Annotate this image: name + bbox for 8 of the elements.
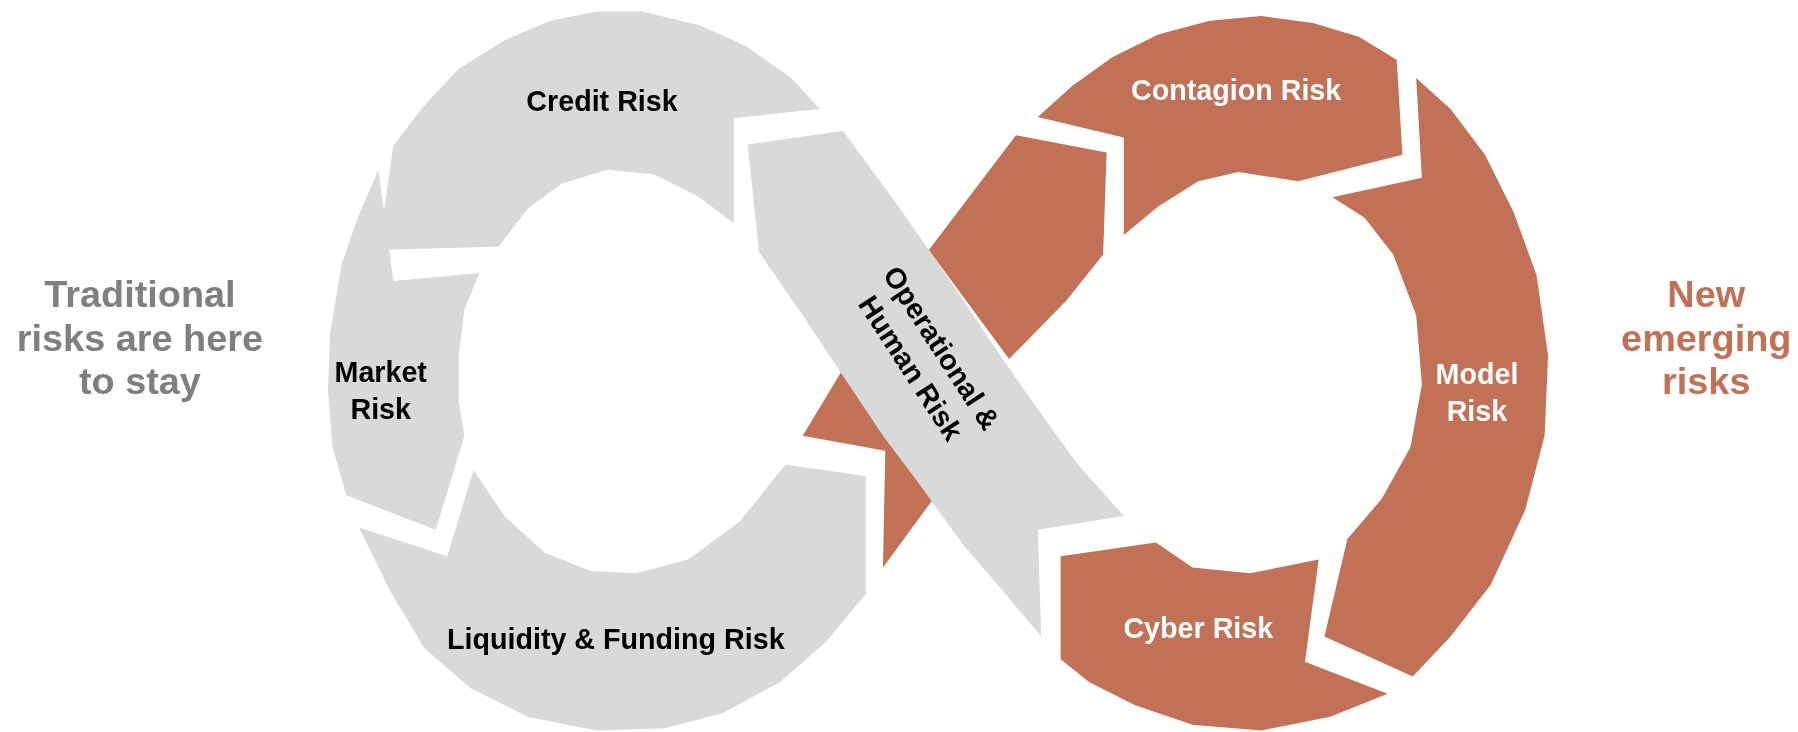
segment-label: Model Risk — [1434, 356, 1520, 429]
segment-label: Liquidity & Funding Risk — [445, 621, 786, 657]
segment-label: Market Risk — [333, 354, 428, 427]
side-caption: New emerging risks — [1620, 272, 1793, 404]
side-caption: Traditional risks are here to stay — [15, 272, 264, 404]
segment-label: Cyber Risk — [1122, 610, 1275, 646]
segment-label: Credit Risk — [525, 83, 679, 119]
segment-label: Contagion Risk — [1130, 72, 1343, 108]
